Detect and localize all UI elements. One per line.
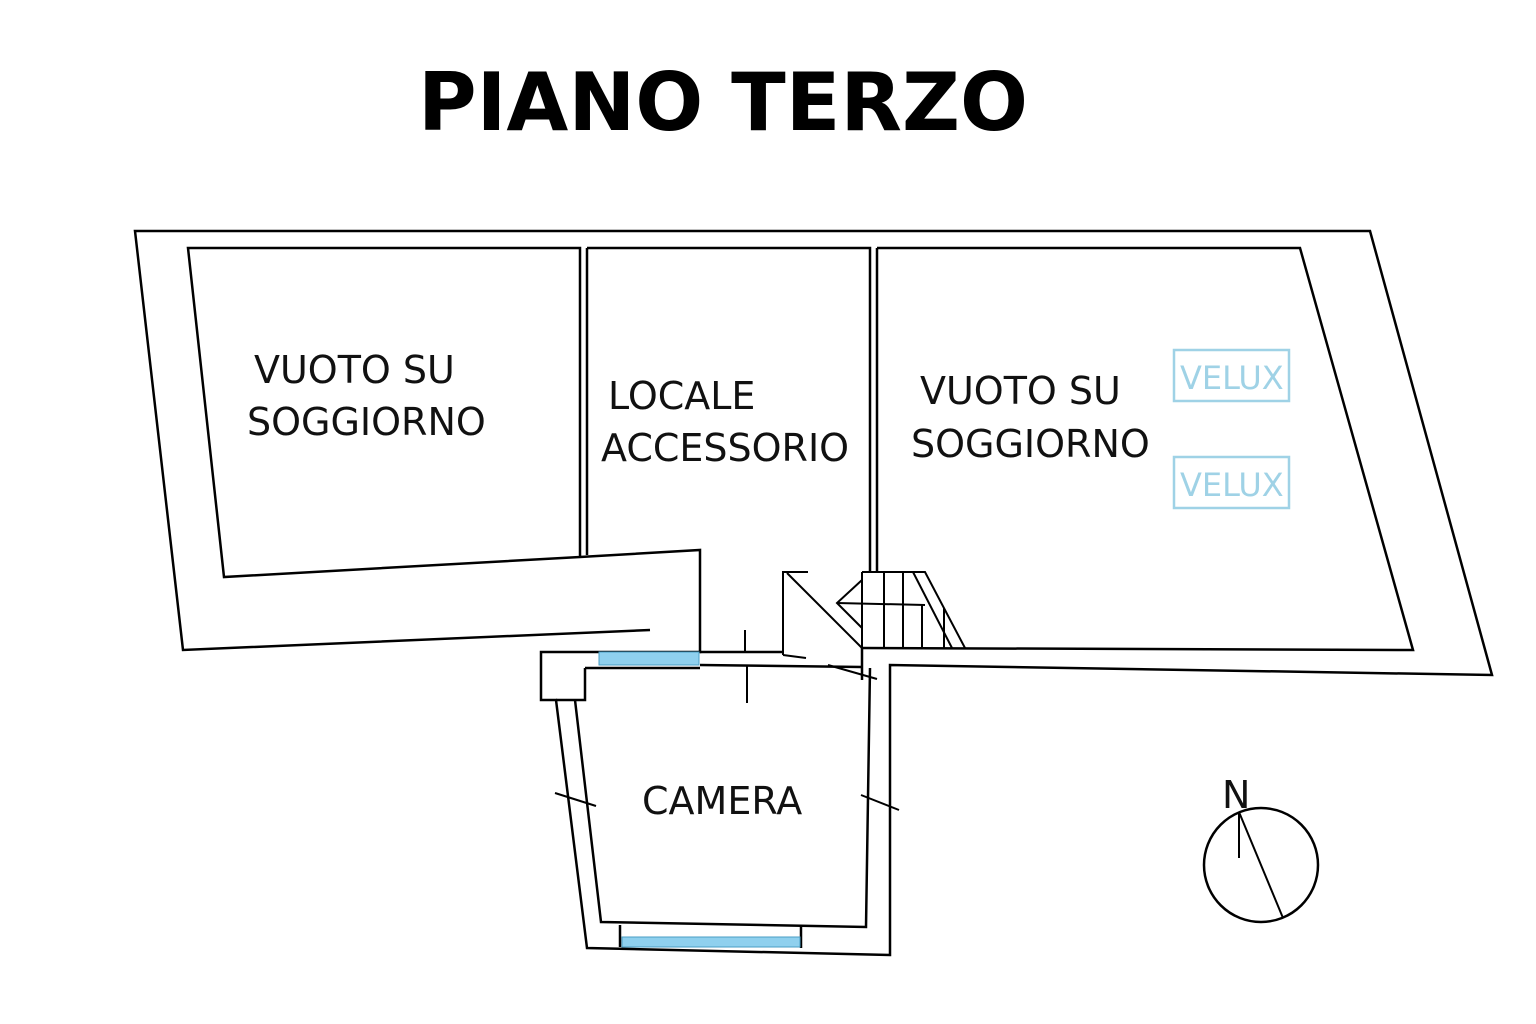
velux-skylight: VELUX: [1172, 348, 1291, 403]
svg-text:VUOTO SU: VUOTO SU: [254, 348, 455, 392]
svg-text:N: N: [1222, 773, 1250, 817]
velux-skylight: VELUX: [1172, 455, 1291, 510]
svg-text:VELUX: VELUX: [1180, 359, 1284, 397]
svg-text:ACCESSORIO: ACCESSORIO: [601, 426, 849, 470]
staircase: [835, 571, 966, 649]
outer-walls: [133, 229, 1494, 957]
room-label-accessory: LOCALE ACCESSORIO: [601, 374, 849, 470]
svg-text:SOGGIORNO: SOGGIORNO: [247, 400, 486, 444]
window: [598, 651, 700, 666]
svg-text:VELUX: VELUX: [1180, 466, 1284, 504]
door-swing: [782, 571, 863, 659]
window: [621, 936, 801, 948]
room-label-right-void: VUOTO SU SOGGIORNO: [911, 369, 1150, 466]
north-compass-icon: N: [1202, 773, 1320, 924]
room-label-left-void: VUOTO SU SOGGIORNO: [247, 348, 486, 444]
plan-title: PIANO TERZO: [418, 56, 1028, 149]
room-label-camera: CAMERA: [642, 779, 802, 823]
svg-text:LOCALE: LOCALE: [608, 374, 755, 418]
svg-text:SOGGIORNO: SOGGIORNO: [911, 422, 1150, 466]
svg-text:VUOTO SU: VUOTO SU: [920, 369, 1121, 413]
